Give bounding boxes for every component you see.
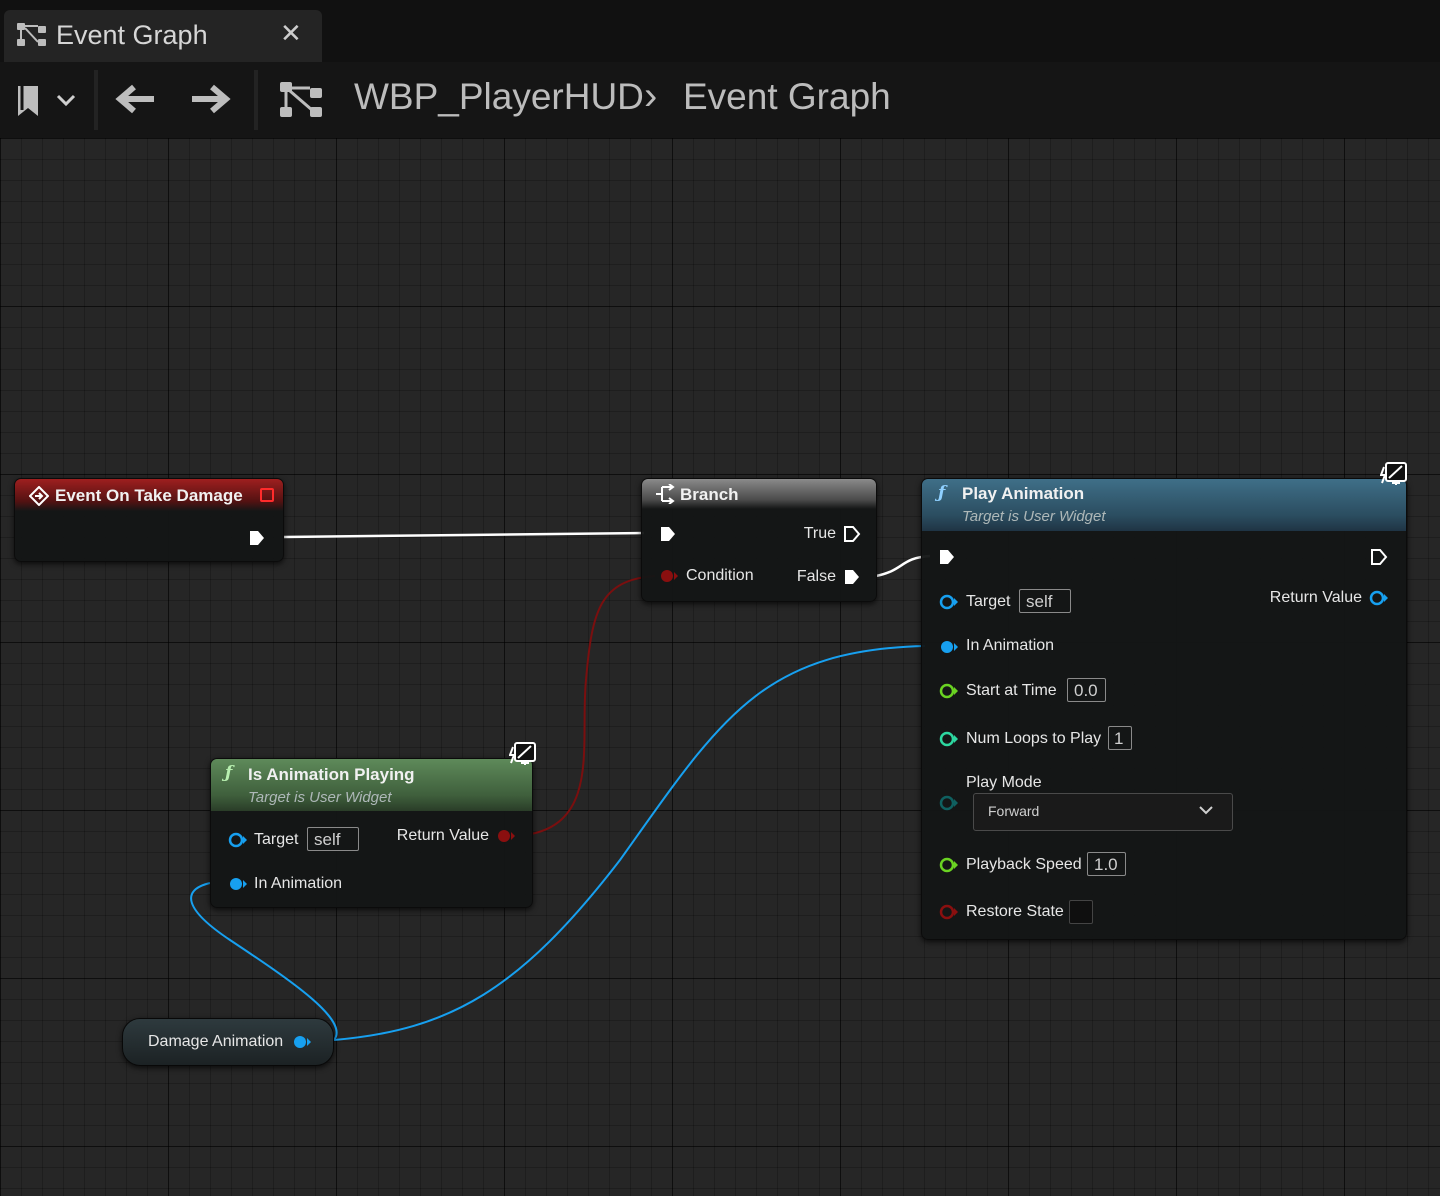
- breadcrumb-separator: ›: [644, 74, 658, 118]
- return-value-pin[interactable]: [495, 828, 517, 849]
- node-subtitle: Target is User Widget: [962, 508, 1106, 525]
- node-subtitle: Target is User Widget: [248, 789, 392, 806]
- target-pin[interactable]: [227, 832, 249, 853]
- bookmark-icon: [16, 86, 76, 122]
- return-value-pin[interactable]: [1368, 590, 1390, 611]
- num-loops-field[interactable]: 1: [1108, 726, 1132, 750]
- branch-icon: [654, 483, 676, 509]
- latent-monitor-icon: [1379, 461, 1408, 496]
- exec-in-pin[interactable]: [659, 525, 677, 548]
- node-title: Play Animation: [962, 484, 1085, 503]
- start-time-pin[interactable]: [938, 683, 960, 704]
- breadcrumb-blueprint[interactable]: WBP_PlayerHUD: [354, 76, 644, 117]
- start-time-label: Start at Time: [966, 682, 1057, 699]
- event-icon: [28, 485, 50, 511]
- restore-state-checkbox[interactable]: [1069, 900, 1093, 924]
- latent-monitor-icon: [508, 741, 537, 776]
- bool-wire-return-to-condition: [530, 575, 656, 835]
- in-animation-pin[interactable]: [227, 876, 249, 897]
- num-loops-label: Num Loops to Play: [966, 730, 1102, 747]
- exec-false-pin[interactable]: [843, 568, 861, 591]
- forward-button[interactable]: [190, 84, 234, 119]
- variable-out-pin[interactable]: [291, 1034, 313, 1055]
- function-icon: ƒ: [938, 483, 946, 503]
- exec-wire-event-to-branch: [283, 531, 645, 539]
- condition-pin-label: Condition: [686, 567, 754, 584]
- true-pin-label: True: [803, 525, 836, 542]
- start-time-field[interactable]: 0.0: [1067, 678, 1106, 702]
- bookmark-dropdown-button[interactable]: [16, 84, 76, 123]
- exec-out-pin[interactable]: [1370, 548, 1388, 571]
- playback-speed-field[interactable]: 1.0: [1087, 852, 1126, 876]
- node-title: Event On Take Damage: [55, 486, 243, 505]
- event-on-take-damage-node[interactable]: Event On Take Damage: [14, 478, 284, 562]
- close-icon[interactable]: ✕: [280, 18, 302, 48]
- target-pin[interactable]: [938, 594, 960, 615]
- false-pin-label: False: [796, 568, 836, 585]
- is-animation-playing-node[interactable]: ƒ Is Animation Playing Target is User Wi…: [210, 742, 536, 908]
- back-button[interactable]: [114, 84, 156, 119]
- arrow-left-icon: [114, 84, 156, 118]
- tab-title: Event Graph: [56, 20, 208, 50]
- graph-hierarchy-icon: [278, 80, 326, 125]
- playback-speed-label: Playback Speed: [966, 856, 1082, 873]
- function-icon: ƒ: [225, 763, 233, 783]
- play-mode-value: Forward: [988, 803, 1040, 819]
- play-mode-label: Play Mode: [966, 774, 1042, 791]
- return-value-label: Return Value: [396, 827, 489, 844]
- node-title: Is Animation Playing: [248, 765, 415, 784]
- in-animation-label: In Animation: [966, 637, 1055, 654]
- play-mode-pin[interactable]: [938, 795, 960, 816]
- target-pin-label: Target: [966, 593, 1011, 610]
- exec-true-pin[interactable]: [843, 525, 861, 548]
- playback-speed-pin[interactable]: [938, 857, 960, 878]
- chevron-down-icon: [1198, 802, 1214, 823]
- in-animation-pin[interactable]: [938, 639, 960, 660]
- return-value-label: Return Value: [1269, 589, 1362, 606]
- restore-state-pin[interactable]: [938, 904, 960, 925]
- target-value-field[interactable]: self: [307, 827, 359, 851]
- play-mode-dropdown[interactable]: Forward: [973, 793, 1233, 831]
- tab-event-graph[interactable]: Event Graph ✕: [4, 10, 322, 62]
- arrow-right-icon: [190, 84, 234, 118]
- breadcrumb-graph[interactable]: Event Graph: [683, 76, 891, 117]
- toolbar: WBP_PlayerHUD › Event Graph: [0, 62, 1440, 138]
- node-title: Branch: [680, 485, 739, 504]
- num-loops-pin[interactable]: [938, 731, 960, 752]
- restore-state-label: Restore State: [966, 903, 1064, 920]
- condition-pin[interactable]: [658, 568, 680, 589]
- object-wire-var-to-play-in-animation: [333, 645, 926, 1041]
- in-animation-label: In Animation: [254, 875, 343, 892]
- damage-animation-variable-node[interactable]: Damage Animation: [122, 1018, 334, 1066]
- exec-out-pin[interactable]: [248, 529, 266, 552]
- object-wire-var-to-in-animation: [190, 882, 338, 1041]
- delegate-pin[interactable]: [259, 487, 275, 508]
- exec-in-pin[interactable]: [938, 548, 956, 571]
- play-animation-node[interactable]: ƒ Play Animation Target is User Widget T…: [921, 462, 1407, 940]
- tab-bar: Event Graph ✕: [0, 0, 1440, 62]
- target-pin-label: Target: [254, 831, 299, 848]
- graph-icon: [16, 22, 48, 53]
- variable-label: Damage Animation: [148, 1033, 284, 1050]
- branch-node[interactable]: Branch True Condition False: [641, 478, 877, 602]
- target-value-field[interactable]: self: [1019, 589, 1071, 613]
